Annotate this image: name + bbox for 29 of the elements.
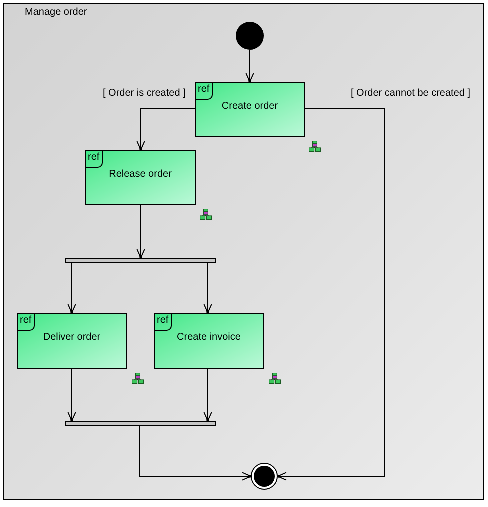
arrow: [204, 368, 212, 422]
arrow: [68, 262, 76, 314]
arrow: [204, 262, 212, 314]
activity-box: [195, 82, 305, 137]
activity-frame: [3, 3, 484, 500]
arrow: [68, 368, 76, 422]
sync-bar: [65, 258, 216, 263]
arrow: [140, 426, 252, 481]
ref-tab: ref: [18, 314, 35, 331]
guard-label: [ Order cannot be created ]: [351, 88, 471, 100]
activity-label: Create invoice: [177, 332, 241, 344]
activity-label: Create order: [222, 100, 278, 112]
activity-box: [154, 313, 264, 369]
activity-label: Deliver order: [43, 332, 101, 344]
ref-tab: ref: [86, 151, 103, 168]
initial-node: [236, 22, 264, 50]
arrow: [136, 204, 146, 259]
ref-tab: ref: [196, 83, 213, 100]
activity-label: Release order: [109, 168, 172, 180]
arrow: [246, 50, 254, 83]
guard-label: [ Order is created ]: [103, 88, 186, 100]
final-node: [251, 463, 278, 490]
sync-bar: [65, 421, 216, 426]
arrow: [277, 108, 386, 481]
arrow: [136, 108, 196, 151]
ref-tab: ref: [155, 314, 172, 331]
activity-box: [17, 313, 127, 369]
frame-title: Manage order: [25, 7, 88, 19]
activity-box: [85, 150, 196, 205]
